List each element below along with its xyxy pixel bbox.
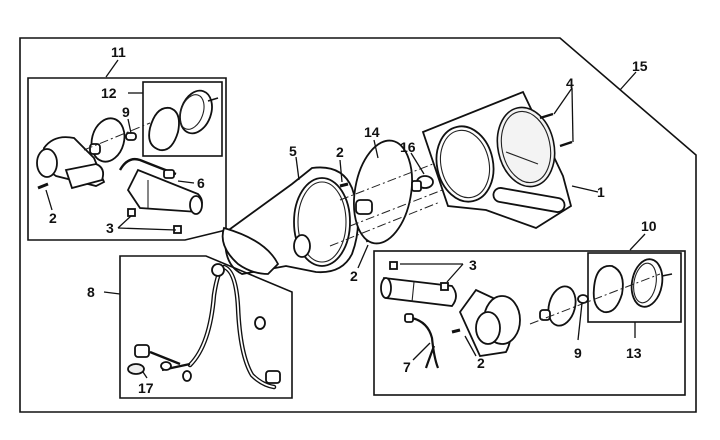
nut-3d — [440, 282, 449, 291]
wire-7 — [411, 316, 440, 369]
callout-2-left: 2 — [49, 210, 57, 226]
callout-9-right: 9 — [574, 345, 582, 361]
callout-13: 13 — [626, 345, 642, 361]
bulb-16 — [411, 175, 434, 192]
signal-housing-right — [458, 288, 521, 357]
nut-3a — [127, 208, 136, 217]
callout-4: 4 — [566, 75, 574, 91]
group-11-left-turn-signal — [27, 77, 227, 241]
callout-1: 1 — [597, 184, 605, 200]
reflector-right — [539, 285, 577, 327]
group-11-frame — [27, 77, 227, 241]
signal-housing-left — [36, 122, 151, 190]
assembly-outline-15 — [19, 37, 697, 413]
screw-2-left — [37, 182, 49, 190]
callout-10: 10 — [641, 218, 657, 234]
callout-2-right: 2 — [477, 355, 485, 371]
bulb-9-right — [577, 294, 589, 304]
callout-2-center: 2 — [350, 268, 358, 284]
lens-13 — [592, 258, 673, 314]
callout-3-right: 3 — [469, 257, 477, 273]
mounting-plate-14 — [353, 139, 413, 245]
callout-8: 8 — [87, 284, 95, 300]
group-10-right-turn-signal — [373, 250, 686, 396]
mounting-stalk-left — [126, 168, 203, 215]
screw-2-top — [339, 182, 349, 188]
callout-16: 16 — [400, 139, 416, 155]
callout-17: 17 — [138, 380, 154, 396]
callout-6: 6 — [197, 175, 205, 191]
callout-7: 7 — [403, 359, 411, 375]
lens-12 — [148, 89, 219, 152]
group-10-frame — [373, 250, 686, 396]
callout-14: 14 — [364, 124, 380, 140]
callout-15: 15 — [632, 58, 648, 74]
bulb-17 — [127, 363, 145, 375]
screw-2-right — [451, 328, 461, 334]
housing-5 — [221, 166, 359, 275]
bulb-9-left — [125, 132, 137, 141]
callout-9-left: 9 — [122, 104, 130, 120]
instrument-panel-1 — [421, 90, 573, 229]
group-12-frame — [142, 81, 223, 157]
group-8-frame — [119, 255, 293, 399]
leader-lines — [45, 59, 646, 379]
callout-11: 11 — [111, 44, 126, 60]
callout-2-top: 2 — [336, 144, 344, 160]
callout-12: 12 — [101, 85, 117, 101]
nut-3c — [389, 261, 398, 270]
group-8-wiring-harness — [119, 255, 293, 399]
grommet — [254, 316, 266, 330]
callout-5: 5 — [289, 143, 297, 159]
mounting-stalk-right — [380, 277, 457, 307]
callout-3-left: 3 — [106, 220, 114, 236]
